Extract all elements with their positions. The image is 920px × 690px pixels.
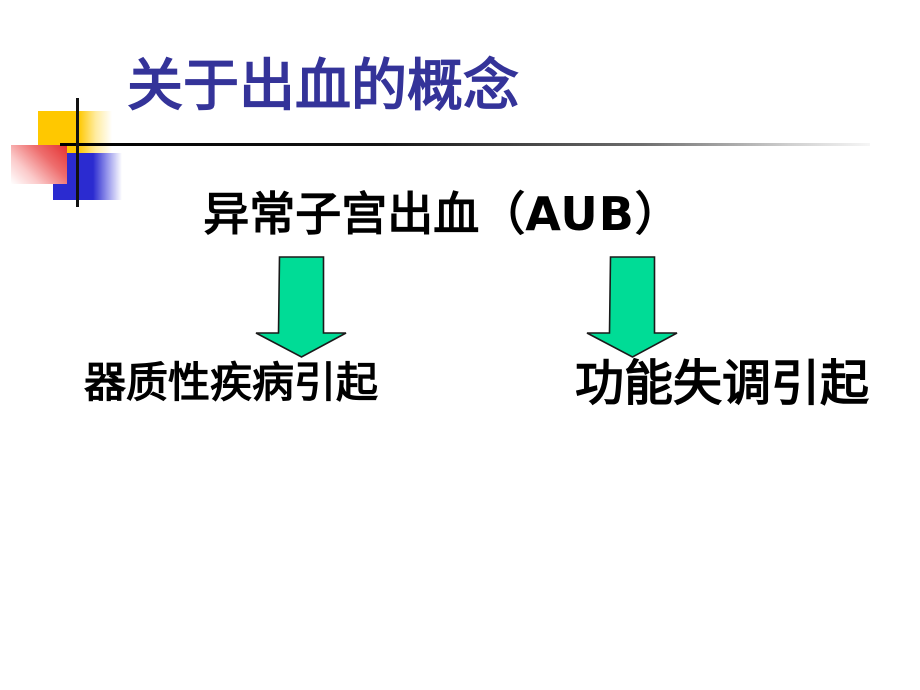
- block-arrow-down-shape: [586, 256, 678, 358]
- slide-title: 关于出血的概念: [127, 53, 519, 119]
- decoration-red-square: [11, 145, 67, 184]
- branch-label-organic-disease: 器质性疾病引起: [84, 358, 379, 407]
- decoration-vertical-line: [76, 98, 79, 207]
- title-underline-rule: [60, 143, 870, 146]
- block-arrow-down-icon: [255, 256, 347, 358]
- block-arrow-down-icon: [586, 256, 678, 358]
- concept-heading-acronym: AUB: [525, 187, 635, 241]
- block-arrow-down-shape: [255, 256, 347, 358]
- concept-heading-suffix: ）: [634, 187, 681, 241]
- branch-label-functional-disorder: 功能失调引起: [575, 354, 870, 412]
- concept-heading: 异常子宫出血（AUB）: [0, 186, 884, 242]
- concept-heading-prefix: 异常子宫出血（: [203, 187, 526, 241]
